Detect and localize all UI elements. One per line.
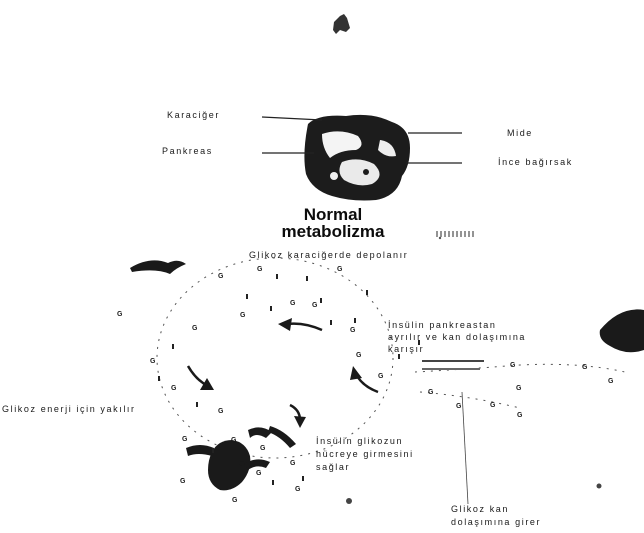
glucose-marker: G — [182, 436, 187, 443]
illegible-note-right-2 — [422, 368, 480, 370]
label-insulin-entry: İnsülin glikozun hücreye girmesini sağla… — [316, 435, 414, 474]
speck — [346, 498, 352, 504]
glucose-marker: G — [378, 373, 383, 380]
insulin-entry-line-2: hücreye girmesini — [316, 448, 414, 461]
glucose-marker: G — [231, 437, 236, 444]
glucose-marker: G — [171, 385, 176, 392]
cycle-tick — [366, 290, 368, 295]
cycle-tick — [354, 318, 356, 323]
cycle-tick — [398, 354, 400, 359]
cycle-tick — [246, 294, 248, 299]
glucose-marker: G — [180, 478, 185, 485]
glucose-marker: G — [295, 486, 300, 493]
label-blood: Glikoz kan dolaşımına girer — [451, 503, 541, 529]
insulin-release-line-2: ayrılır ve kan dolaşımına — [388, 331, 526, 343]
cycle-tick — [306, 276, 308, 281]
glucose-marker: G — [218, 273, 223, 280]
diagram-title: Normal metabolizma — [268, 206, 398, 240]
glucose-marker: G — [517, 412, 522, 419]
illegible-note-title — [436, 231, 476, 237]
glucose-marker: G — [257, 266, 262, 273]
glucose-marker: G — [428, 389, 433, 396]
insulin-release-line-3: karışır — [388, 343, 526, 355]
blood-pointer-line — [462, 392, 468, 504]
blood-line-1: Glikoz kan — [451, 503, 541, 516]
speck — [439, 237, 441, 239]
glucose-marker: G — [290, 460, 295, 467]
glucose-marker: G — [150, 358, 155, 365]
glucose-marker: G — [350, 327, 355, 334]
insulin-release-line-1: İnsülin pankreastan — [388, 319, 526, 331]
insulin-entry-line-3: sağlar — [316, 461, 414, 474]
glucose-marker: G — [256, 470, 261, 477]
figure-icon — [333, 14, 350, 34]
glucose-marker: G — [290, 300, 295, 307]
speck — [597, 484, 602, 489]
glucose-marker: G — [239, 461, 244, 468]
cell-uptake-illustration — [186, 426, 296, 490]
glucose-marker: G — [192, 325, 197, 332]
cycle-tick — [330, 320, 332, 325]
label-stomach: Mide — [507, 128, 533, 138]
cycle-tick — [196, 402, 198, 407]
glucose-marker: G — [232, 497, 237, 504]
label-insulin-release: İnsülin pankreastan ayrılır ve kan dolaş… — [388, 319, 526, 355]
cycle-tick — [272, 480, 274, 485]
glucose-marker: G — [510, 362, 515, 369]
label-liver: Karaciğer — [167, 110, 220, 120]
cycle-tick — [212, 448, 214, 453]
label-small-intestine: İnce bağırsak — [498, 157, 573, 167]
glucose-marker: G — [356, 352, 361, 359]
glucose-marker: G — [582, 364, 587, 371]
digestive-organs-illustration — [304, 115, 410, 201]
illegible-note-right — [422, 360, 484, 362]
bird-silhouette — [130, 260, 186, 274]
cycle-tick — [270, 306, 272, 311]
glucose-marker: G — [260, 445, 265, 452]
title-line-2: metabolizma — [268, 223, 398, 240]
cycle-tick — [158, 376, 160, 381]
glucose-marker: G — [312, 302, 317, 309]
cycle-tick — [302, 476, 304, 481]
glucose-marker: G — [337, 266, 342, 273]
label-energy: Glikoz enerji için yakılır — [2, 404, 136, 414]
glucose-marker: G — [456, 403, 461, 410]
glucose-cycle-path — [157, 258, 625, 458]
leaf-silhouette — [600, 309, 644, 352]
label-pancreas: Pankreas — [162, 146, 213, 156]
cycle-tick — [418, 340, 420, 345]
title-line-1: Normal — [268, 206, 398, 223]
glucose-marker: G — [117, 311, 122, 318]
cycle-tick — [172, 344, 174, 349]
glucose-marker: G — [490, 402, 495, 409]
glucose-marker: G — [608, 378, 613, 385]
cycle-arrows — [188, 318, 378, 428]
insulin-entry-line-1: İnsülin glikozun — [316, 435, 414, 448]
glucose-marker: G — [218, 408, 223, 415]
cycle-tick — [276, 274, 278, 279]
cycle-tick — [320, 298, 322, 303]
glucose-marker: G — [516, 385, 521, 392]
label-liver-storage: Glikoz karaciğerde depolanır — [249, 250, 408, 260]
blood-line-2: dolaşımına girer — [451, 516, 541, 529]
glucose-marker: G — [240, 312, 245, 319]
